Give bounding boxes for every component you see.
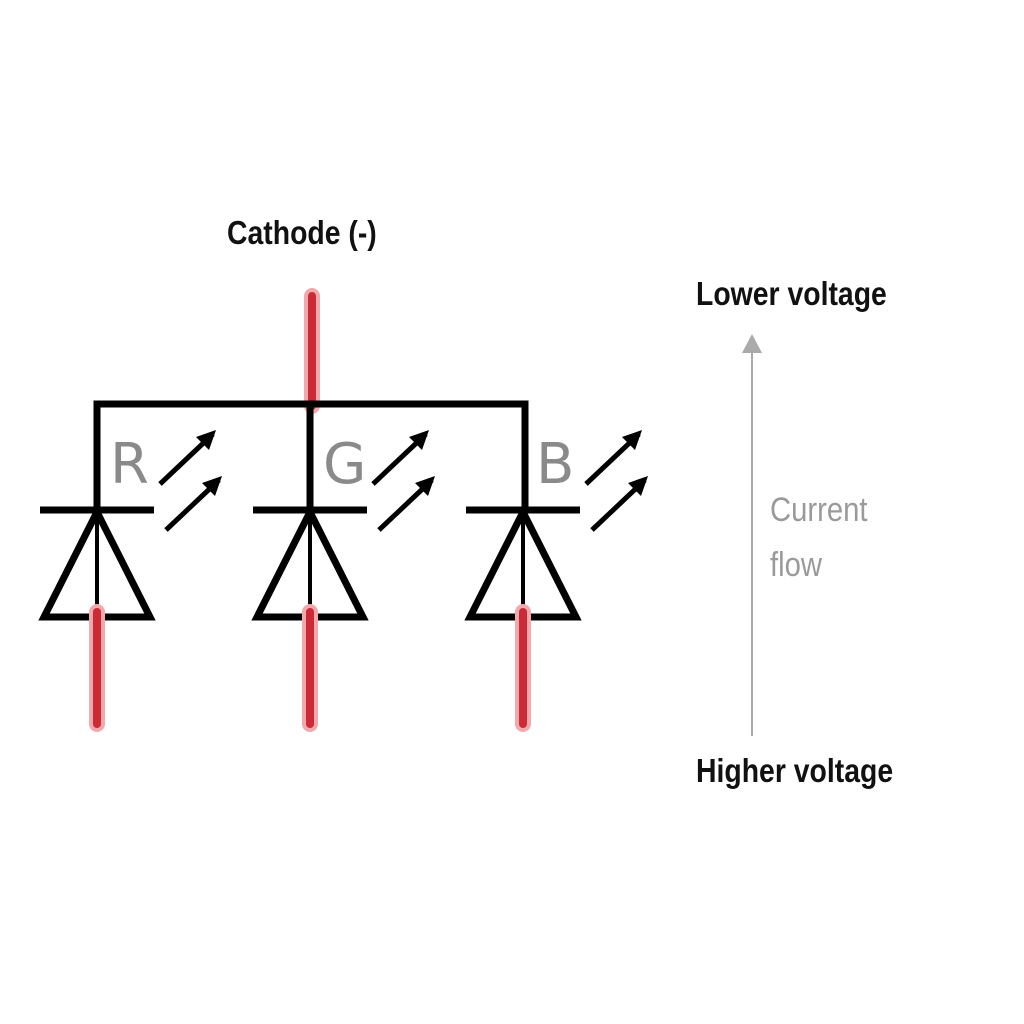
higher-voltage-label: Higher voltage (696, 752, 894, 789)
cathode-label: Cathode (-) (227, 214, 377, 251)
common-bus (93, 400, 529, 510)
led-letter-green: G (323, 432, 366, 497)
lower-voltage-label: Lower voltage (696, 275, 887, 312)
current-flow-arrow-icon (742, 334, 762, 736)
current-flow-label-line2: flow (770, 546, 823, 584)
led-letter-red: R (110, 432, 149, 497)
led-red: R (38, 430, 222, 732)
light-emission-arrows-icon (158, 430, 222, 532)
current-flow-label-line1: Current (770, 491, 868, 529)
led-blue: B (464, 430, 648, 732)
light-emission-arrows-icon (584, 430, 648, 532)
led-letter-blue: B (536, 432, 574, 497)
led-green: G (251, 430, 435, 732)
current-flow-label: Current flow (770, 483, 868, 593)
light-emission-arrows-icon (371, 430, 435, 532)
